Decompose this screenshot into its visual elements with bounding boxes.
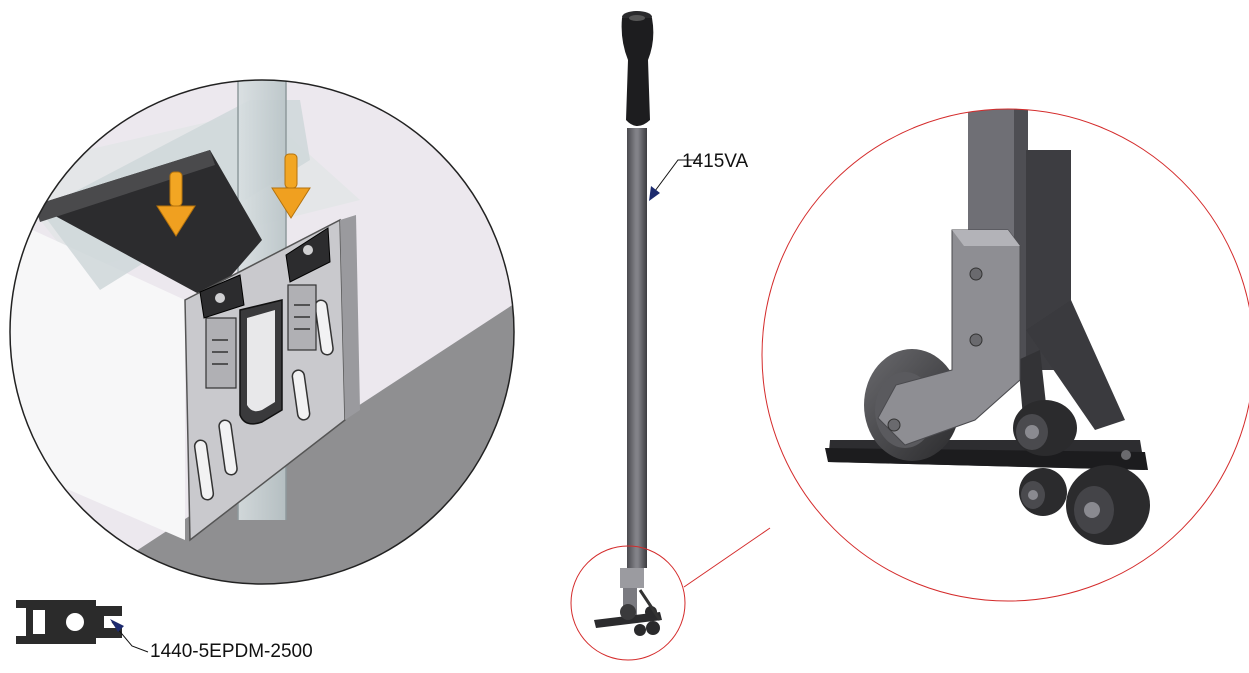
gasket-profile-icon	[16, 600, 122, 644]
wall-block	[10, 215, 185, 540]
small-detail-circle	[570, 545, 686, 661]
roller-foot-detail	[762, 109, 1249, 601]
down-arrow-icon	[271, 153, 311, 219]
left-detail-circle	[9, 79, 515, 585]
leader-arrow-icon	[110, 619, 149, 653]
guide-wheel	[1013, 400, 1077, 456]
detail-connector	[683, 527, 771, 588]
guide-wheel	[1066, 465, 1150, 545]
right-detail-circle	[761, 108, 1249, 602]
down-arrow-icon	[156, 171, 196, 237]
leader-arrow-icon	[649, 159, 700, 201]
guide-wheel	[1019, 468, 1067, 516]
part-label-tool: 1415VA	[682, 151, 749, 172]
installation-tool	[594, 11, 662, 636]
glass-profile-detail	[10, 80, 514, 584]
part-label-gasket: 1440-5EPDM-2500	[150, 641, 313, 662]
handle-grip	[621, 18, 654, 126]
floor-surface	[10, 300, 514, 584]
